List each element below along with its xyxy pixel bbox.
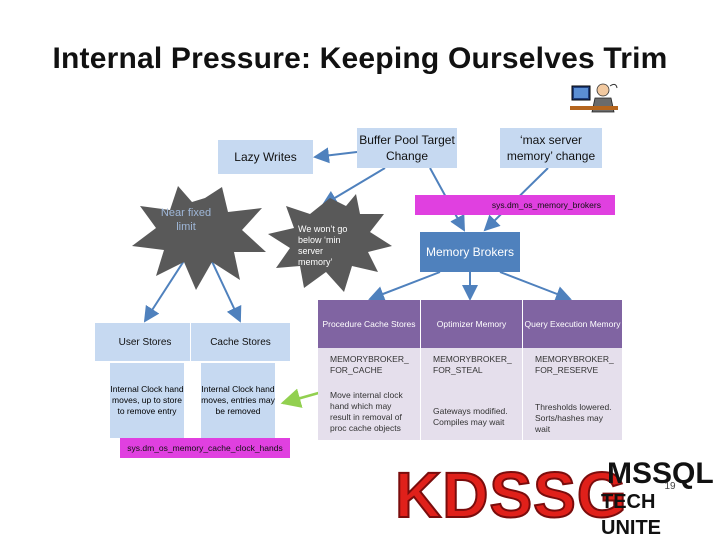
dmv-memory-brokers-label: sys.dm_os_memory_brokers [415,195,615,215]
arrow-proc-to-cachestores [280,388,323,408]
cache-stores-box: Cache Stores [190,323,290,361]
query-execution-header: Query Execution Memory [522,300,622,348]
max-server-memory-box: ‘max server memory’ change [500,128,602,168]
cache-stores-description: Internal Clock hand moves, entries may b… [201,363,275,438]
arrow-brokers-to-qe [499,271,572,302]
broker-effect-cache: Move internal clock hand which may resul… [318,386,420,440]
procedure-cache-header: Procedure Cache Stores [318,300,420,348]
lazy-writes-box: Lazy Writes [218,140,313,174]
arrow-bufferpool-to-lazywrites [313,147,358,164]
kdssg-logo-line2: TECH UNITE [601,491,661,539]
broker-clerk-reserve: MEMORYBROKER_FOR_RESERVE [522,348,622,386]
slide-title: Internal Pressure: Keeping Ourselves Tri… [52,42,668,75]
page-number: 19 [664,481,676,492]
kdssg-logo-line1: MSSQL [607,457,714,490]
user-stores-description: Internal Clock hand moves, up to store t… [110,363,184,438]
min-server-label: We won’t go below ‘min server memory’ [298,224,348,267]
broker-clerk-steal: MEMORYBROKER_FOR_STEAL [420,348,522,386]
kdssg-logo: KDSSG MSSQL TECH UNITE [394,453,720,540]
near-fixed-limit-burst [132,186,266,290]
person-at-desk-icon [570,80,620,116]
optimizer-memory-header: Optimizer Memory [420,300,522,348]
arrow-bufferpool-to-minserver [321,167,386,207]
dmv-clock-hands-label: sys.dm_os_memory_cache_clock_hands [120,438,290,458]
near-fixed-limit-label: Near fixed limit [160,207,212,233]
kdssg-logo-brand: KDSSG [394,458,628,532]
buffer-pool-box: Buffer Pool Target Change [357,128,457,168]
user-stores-box: User Stores [95,323,195,361]
min-server-burst [268,194,392,292]
broker-clerk-cache: MEMORYBROKER_FOR_CACHE [318,348,420,386]
memory-brokers-box: Memory Brokers [420,232,520,272]
broker-effect-steal: Gateways modified. Compiles may wait [420,386,522,440]
broker-effect-reserve: Thresholds lowered. Sorts/hashes may wai… [522,386,622,440]
arrow-brokers-to-proc [368,271,441,302]
